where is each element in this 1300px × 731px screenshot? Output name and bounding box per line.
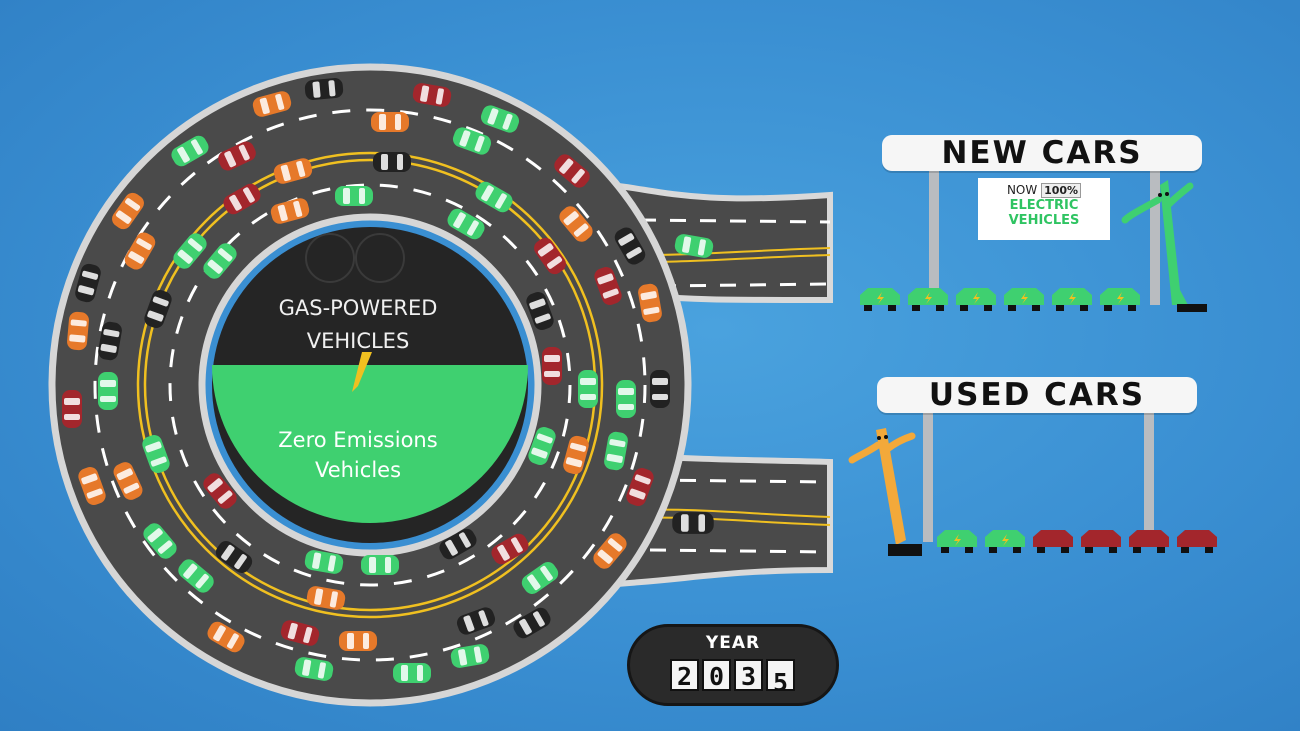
- electric-car: [985, 530, 1025, 553]
- gas-car: [1033, 530, 1073, 553]
- electric-car: [908, 288, 948, 311]
- electric-car: [956, 288, 996, 311]
- lightning-bolt-icon: [1069, 292, 1076, 304]
- lightning-bolt-icon: [973, 292, 980, 304]
- gas-car: [1129, 530, 1169, 553]
- year-digit: 5: [766, 659, 795, 691]
- gas-car: [1081, 530, 1121, 553]
- new-sign-post-left: [929, 170, 939, 288]
- year-digits: 2 0 3 5: [670, 659, 795, 691]
- year-odometer: YEAR 2 0 3 5: [627, 624, 839, 706]
- gas-car: [1177, 530, 1217, 553]
- new-sign-post-right: [1150, 170, 1160, 305]
- year-label: YEAR: [705, 633, 761, 653]
- electric-car: [1004, 288, 1044, 311]
- lightning-bolt-icon: [1021, 292, 1028, 304]
- electric-car: [1100, 288, 1140, 311]
- lightning-bolt-icon: [1117, 292, 1124, 304]
- banner-line1: ELECTRIC: [1009, 198, 1079, 213]
- year-digit: 2: [670, 659, 699, 691]
- roundabout: [48, 63, 692, 707]
- banner-percent: 100%: [1041, 183, 1082, 198]
- used-sign-post-left: [923, 412, 933, 542]
- electric-car: [860, 288, 900, 311]
- lightning-bolt-icon: [352, 352, 372, 392]
- lightning-bolt-icon: [1002, 534, 1009, 546]
- new-cars-lot: [860, 288, 1140, 311]
- year-digit: 3: [734, 659, 763, 691]
- zev-label: Zero Emissions Vehicles: [278, 428, 438, 482]
- electric-banner: NOW 100% ELECTRIC VEHICLES: [978, 178, 1110, 240]
- year-digit: 0: [702, 659, 731, 691]
- tube-man-icon: [1121, 180, 1207, 312]
- banner-line2: VEHICLES: [1008, 213, 1080, 228]
- gas-label: GAS-POWERED VEHICLES: [278, 296, 438, 353]
- tube-man-icon: [848, 428, 922, 556]
- lightning-bolt-icon: [877, 292, 884, 304]
- lightning-bolt-icon: [925, 292, 932, 304]
- electric-car: [937, 530, 977, 553]
- used-cars-lot: [937, 530, 1217, 553]
- used-sign-post-right: [1144, 412, 1154, 530]
- banner-now: NOW: [1006, 183, 1038, 197]
- new-cars-sign: NEW CARS: [882, 135, 1202, 171]
- electric-car: [1052, 288, 1092, 311]
- lightning-bolt-icon: [954, 534, 961, 546]
- used-cars-sign: USED CARS: [877, 377, 1197, 413]
